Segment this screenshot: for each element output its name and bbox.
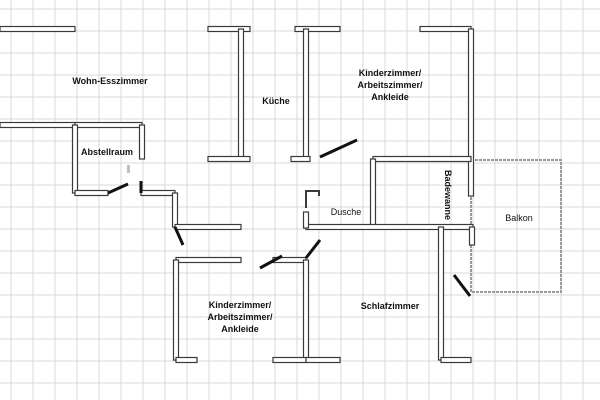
wall-segment <box>175 356 198 364</box>
wall-segment <box>174 223 242 231</box>
wall-segment <box>71 124 79 194</box>
wall-segment <box>440 356 472 364</box>
wall-segment <box>419 25 472 33</box>
wall-segment <box>294 25 341 33</box>
label-kinderzimmer-top-3: Ankleide <box>371 92 409 102</box>
wall-segment <box>437 226 445 361</box>
label-dusche: Dusche <box>331 207 362 217</box>
wall-segment <box>305 223 474 231</box>
label-wohn-esszimmer: Wohn-Esszimmer <box>72 76 148 86</box>
label-abstellraum: Abstellraum <box>81 147 133 157</box>
wall-segment <box>467 28 475 197</box>
walls <box>0 25 476 364</box>
label-kinderzimmer-top-1: Kinderzimmer/ <box>359 68 422 78</box>
label-kinderzimmer-bottom-3: Ankleide <box>221 324 259 334</box>
wall-segment <box>272 356 307 364</box>
label-kinderzimmer-bottom-2: Arbeitszimmer/ <box>207 312 273 322</box>
door-swing <box>452 274 472 297</box>
wall-segment <box>302 211 310 229</box>
wall-segment <box>302 28 310 160</box>
wall-segment <box>372 155 472 163</box>
dusche-door-hook <box>305 190 320 208</box>
door-swing <box>107 182 129 195</box>
label-balkon: Balkon <box>505 213 533 223</box>
wall-segment <box>0 121 76 129</box>
door-swing <box>259 254 283 270</box>
label-badewanne: Badewanne <box>443 170 453 220</box>
wall-segment <box>207 155 251 163</box>
wall-segment <box>74 189 109 197</box>
abstellraum-window <box>127 165 130 173</box>
wall-segment <box>74 121 143 129</box>
door-swing <box>319 138 358 159</box>
label-schlafzimmer: Schlafzimmer <box>361 301 420 311</box>
wall-segment <box>172 259 180 361</box>
wall-segment <box>290 155 311 163</box>
label-kinderzimmer-bottom-1: Kinderzimmer/ <box>209 300 272 310</box>
wall-segment <box>305 356 341 364</box>
wall-segment <box>0 25 76 33</box>
door-swing <box>173 226 185 246</box>
label-kueche: Küche <box>262 96 290 106</box>
room-labels: Wohn-Esszimmer Abstellraum Küche Kinderz… <box>72 68 532 334</box>
wall-segment <box>369 158 377 226</box>
label-kinderzimmer-top-2: Arbeitszimmer/ <box>357 80 423 90</box>
wall-segment <box>207 25 251 33</box>
wall-segment <box>138 124 146 160</box>
door-swing <box>304 239 322 259</box>
wall-segment <box>175 256 242 264</box>
wall-segment <box>302 259 310 361</box>
wall-segment <box>237 28 245 160</box>
wall-segment <box>140 189 176 197</box>
doors <box>107 138 472 297</box>
wall-segment <box>171 192 179 228</box>
wall-segment <box>468 226 476 246</box>
